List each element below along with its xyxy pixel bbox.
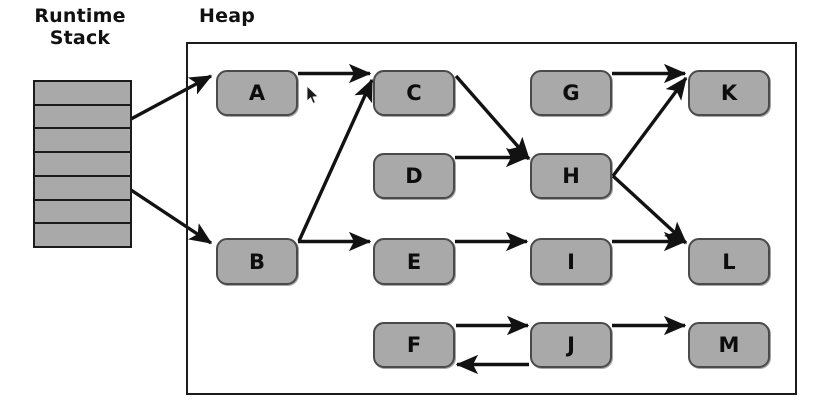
stack-cell-4 <box>35 176 130 201</box>
heap-region <box>186 42 797 395</box>
heap-node-k[interactable]: K <box>688 70 770 116</box>
heap-node-c[interactable]: C <box>373 70 455 116</box>
edge-B-to-C <box>297 78 374 242</box>
stack-cell-1 <box>35 105 130 130</box>
heap-node-label: J <box>567 333 575 357</box>
edge-stack-to-A <box>130 74 213 121</box>
heap-node-label: B <box>248 249 265 274</box>
runtime-stack-title-line1: Runtime <box>34 5 126 27</box>
heap-node-d[interactable]: D <box>373 153 455 199</box>
heap-node-label: F <box>406 333 422 357</box>
edge-C-to-H <box>454 74 531 161</box>
stack-cell-3 <box>35 153 130 177</box>
heap-node-l[interactable]: L <box>688 238 770 285</box>
heap-node-j[interactable]: J <box>530 322 612 368</box>
heap-node-label: M <box>718 333 740 357</box>
runtime-stack <box>33 80 132 248</box>
edge-layer <box>130 63 688 375</box>
heap-node-m[interactable]: M <box>688 322 770 368</box>
heap-node-label: I <box>567 249 575 274</box>
stack-cell-0 <box>35 82 130 106</box>
heap-node-h[interactable]: H <box>530 153 612 199</box>
edge-stack-to-B <box>130 188 213 245</box>
heap-node-g[interactable]: G <box>530 70 612 116</box>
heap-node-b[interactable]: B <box>216 238 298 285</box>
heap-node-label: H <box>562 164 580 188</box>
heap-node-a[interactable]: A <box>216 70 298 116</box>
edge-H-to-K <box>611 76 688 178</box>
heap-node-label: D <box>405 164 423 188</box>
heap-node-f[interactable]: F <box>373 322 455 368</box>
heap-node-label: K <box>720 81 738 105</box>
stack-cell-2 <box>35 129 130 154</box>
heap-node-label: L <box>722 249 736 274</box>
heap-node-e[interactable]: E <box>373 238 455 285</box>
runtime-stack-title-line2: Stack <box>49 27 111 49</box>
heap-node-i[interactable]: I <box>530 238 612 285</box>
heap-node-label: C <box>406 81 422 105</box>
heap-node-label: A <box>248 81 266 105</box>
stack-cell-5 <box>35 200 130 225</box>
heap-node-label: G <box>562 81 580 105</box>
heap-title: Heap <box>199 5 256 27</box>
stack-cell-6 <box>35 224 130 247</box>
heap-node-label: E <box>406 249 422 274</box>
